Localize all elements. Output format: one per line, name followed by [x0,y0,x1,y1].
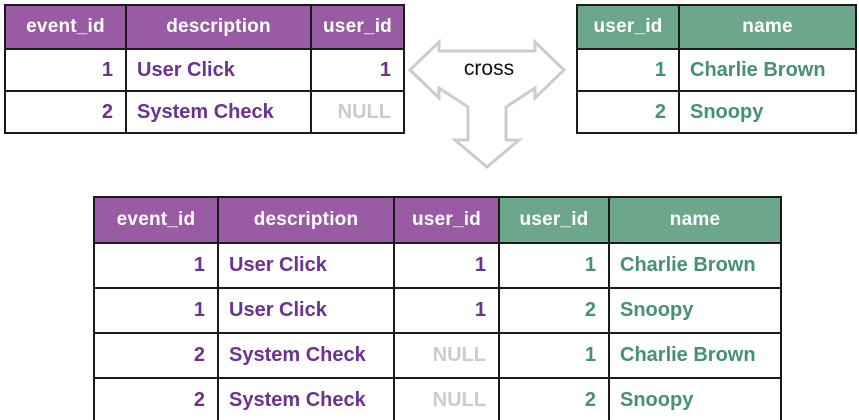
source-events-table-grid: event_id description user_id 1 User Clic… [4,4,405,134]
table-row: 2 System Check NULL 2 Snoopy [93,377,782,420]
table-row: 1 User Click 1 2 Snoopy [93,287,782,334]
table-header-row: event_id description user_id user_id nam… [93,196,782,244]
cell-description: System Check [125,90,312,134]
cell-event-id: 1 [93,242,219,289]
cell-event-id: 2 [93,332,219,379]
cell-user-id: 2 [576,90,680,134]
table-header-row: user_id name [576,4,857,50]
cell-name: Charlie Brown [608,242,782,289]
table-header-row: event_id description user_id [4,4,405,50]
cross-join-result-table: event_id description user_id user_id nam… [93,196,782,420]
cell-event-id: 2 [4,90,127,134]
cell-name: Snoopy [608,287,782,334]
cell-description: System Check [217,377,395,420]
column-header-user-id: user_id [576,4,680,50]
table-row: 2 System Check NULL 1 Charlie Brown [93,332,782,379]
column-header-description: description [217,196,395,244]
cell-user-id-left-null: NULL [393,377,500,420]
cell-description: User Click [217,287,395,334]
column-header-description: description [125,4,312,50]
column-header-user-id-left: user_id [393,196,500,244]
table-row: 2 Snoopy [576,90,857,134]
cell-user-id-right: 1 [498,242,610,289]
table-row: 1 User Click 1 1 Charlie Brown [93,242,782,289]
column-header-user-id-right: user_id [498,196,610,244]
table-row: 1 Charlie Brown [576,48,857,92]
cell-description: User Click [125,48,312,92]
column-header-name: name [608,196,782,244]
cell-description: System Check [217,332,395,379]
table-row: 1 User Click 1 [4,48,405,92]
source-users-table: user_id name 1 Charlie Brown 2 Snoopy [576,4,857,134]
cross-join-arrow-icon [407,38,567,169]
cell-name: Snoopy [608,377,782,420]
cell-event-id: 1 [4,48,127,92]
cell-user-id-left-null: NULL [393,332,500,379]
source-events-table: event_id description user_id 1 User Clic… [4,4,405,134]
three-way-arrow-shape [407,38,567,169]
table-row: 2 System Check NULL [4,90,405,134]
cell-name: Charlie Brown [678,48,857,92]
cell-user-id-right: 1 [498,332,610,379]
cell-event-id: 1 [93,287,219,334]
join-operator-label: cross [463,57,515,80]
cell-user-id: 1 [310,48,405,92]
cell-user-id-left: 1 [393,242,500,289]
cell-user-id-null: NULL [310,90,405,134]
source-users-table-grid: user_id name 1 Charlie Brown 2 Snoopy [576,4,857,134]
cell-name: Charlie Brown [608,332,782,379]
cell-event-id: 2 [93,377,219,420]
cell-name: Snoopy [678,90,857,134]
column-header-event-id: event_id [93,196,219,244]
column-header-user-id: user_id [310,4,405,50]
cell-user-id: 1 [576,48,680,92]
cell-description: User Click [217,242,395,289]
cell-user-id-right: 2 [498,287,610,334]
cell-user-id-right: 2 [498,377,610,420]
column-header-name: name [678,4,857,50]
column-header-event-id: event_id [4,4,127,50]
cross-join-result-table-grid: event_id description user_id user_id nam… [93,196,782,420]
cell-user-id-left: 1 [393,287,500,334]
